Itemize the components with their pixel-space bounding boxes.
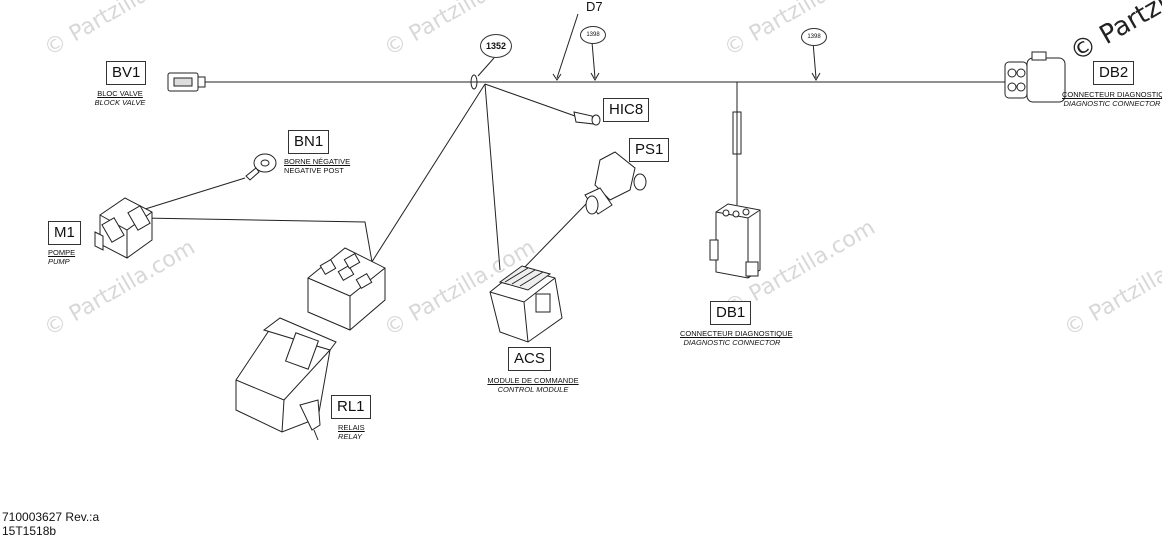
db1-code-box: DB1 xyxy=(710,301,752,325)
bn1-label-fr: BORNE NÉGATIVE xyxy=(284,157,351,166)
branch-wire-rl1 xyxy=(367,83,486,269)
acs-code-box: ACS xyxy=(508,347,551,371)
rl1-label-en: RELAY xyxy=(338,432,363,441)
db1-label-en: DIAGNOSTIC CONNECTOR xyxy=(683,338,781,347)
m1-label-en: PUMP xyxy=(48,257,70,266)
db1-connector xyxy=(709,203,761,279)
rl1-code-box: RL1 xyxy=(331,395,371,419)
m1-code-box: M1 xyxy=(48,221,81,245)
part-ref-1352: 1352 xyxy=(480,34,512,58)
m1-caption: POMPE PUMP xyxy=(48,248,75,266)
hic8-connector xyxy=(573,111,601,126)
doc-number: 710003627 Rev.:a xyxy=(2,510,100,524)
part-ref-1398: 1398 xyxy=(801,28,827,46)
branch-wire-acs xyxy=(484,83,501,271)
bn1-code-box: BN1 xyxy=(288,130,330,154)
acs-control-module xyxy=(489,265,563,343)
hic8-code-box: HIC8 xyxy=(603,98,650,122)
db2-label-fr: CONNECTEUR DIAGNOSTIQUE xyxy=(1062,90,1162,99)
bn1-ring-terminal xyxy=(245,153,277,181)
bv1-label-en: BLOCK VALVE xyxy=(94,98,146,107)
rl1-relay xyxy=(235,317,337,441)
branch-wire-ps1 xyxy=(519,201,589,273)
branch-wire-bn1 xyxy=(141,177,246,211)
bv1-code-box: BV1 xyxy=(106,61,147,85)
m1-label-fr: POMPE xyxy=(48,248,76,257)
acs-label-fr: MODULE DE COMMANDE xyxy=(487,376,579,385)
bv1-label-fr: BLOC VALVE xyxy=(97,89,143,98)
rl1-caption: RELAIS RELAY xyxy=(338,423,365,441)
db1-label-fr: CONNECTEUR DIAGNOSTIQUE xyxy=(680,329,793,338)
db2-caption: CONNECTEUR DIAGNOSTIQUE DIAGNOSTIC CONNE… xyxy=(1062,90,1162,108)
rl1-label-fr: RELAIS xyxy=(338,423,365,432)
relay-socket xyxy=(307,247,386,331)
branch-wire-hic8 xyxy=(484,83,576,117)
bn1-caption: BORNE NÉGATIVE NEGATIVE POST xyxy=(284,157,350,175)
db2-code-box: DB2 xyxy=(1093,61,1135,85)
db2-connector xyxy=(1004,51,1066,103)
drawing-id: 15T1518b xyxy=(2,524,57,538)
m1-pump-connector xyxy=(94,197,153,259)
bv1-connector xyxy=(167,72,206,92)
bn1-label-en: NEGATIVE POST xyxy=(284,166,344,175)
acs-caption: MODULE DE COMMANDE CONTROL MODULE xyxy=(485,376,581,394)
acs-label-en: CONTROL MODULE xyxy=(497,385,569,394)
db1-caption: CONNECTEUR DIAGNOSTIQUE DIAGNOSTIC CONNE… xyxy=(680,329,793,347)
db2-label-en: DIAGNOSTIC CONNECTOR xyxy=(1063,99,1161,108)
ps1-code-box: PS1 xyxy=(629,138,670,162)
ps1-pressure-sensor xyxy=(584,151,647,215)
wire-label-d7: D7 xyxy=(586,0,603,14)
bv1-caption: BLOC VALVE BLOCK VALVE xyxy=(92,89,148,107)
part-ref-1398: 1398 xyxy=(580,26,606,44)
branch-wire-m1-relay xyxy=(141,217,373,263)
